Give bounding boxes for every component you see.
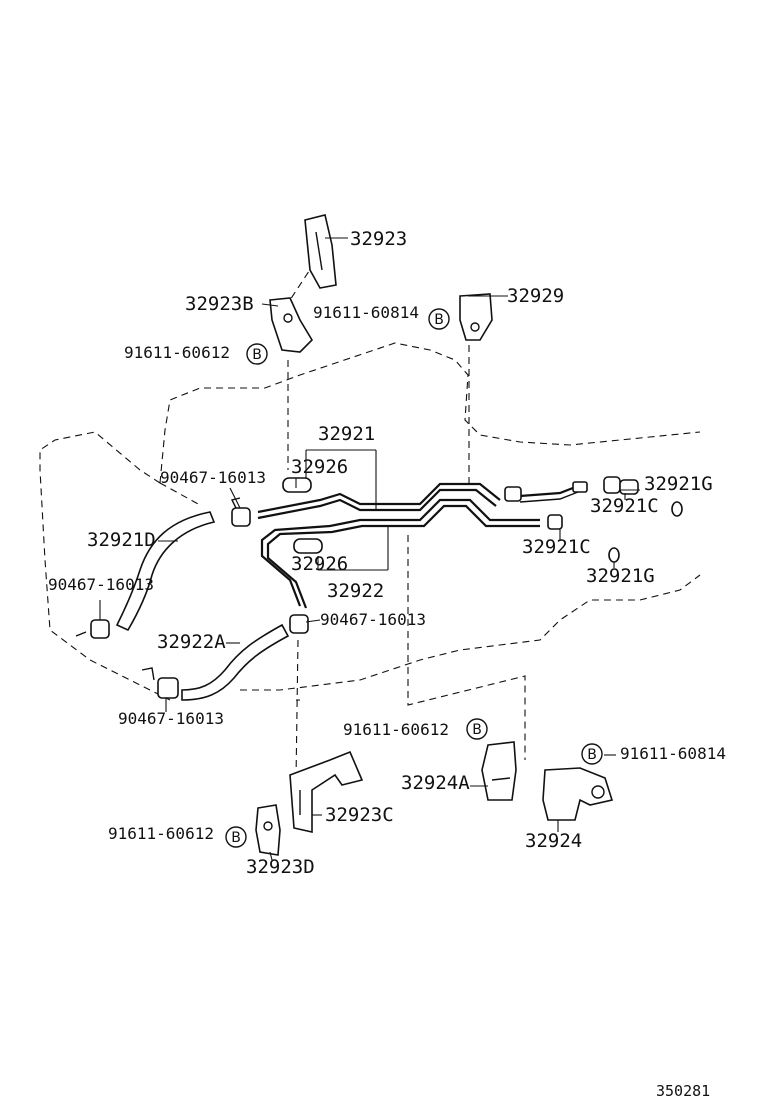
label-32921G-b: 32921G	[586, 565, 655, 587]
bolt-marker-top-left: B	[246, 343, 268, 365]
bracket-32924A	[481, 741, 517, 801]
label-32926-b: 32926	[291, 553, 348, 575]
label-32923B: 32923B	[185, 293, 254, 315]
bolt-marker-low: B	[225, 826, 247, 848]
label-32921: 32921	[318, 423, 375, 445]
label-32921C-a: 32921C	[590, 495, 659, 517]
label-32921G-a: 32921G	[644, 473, 713, 495]
label-32921D: 32921D	[87, 529, 156, 551]
bracket-32923B	[269, 297, 314, 353]
clamp-90467-b	[75, 619, 110, 639]
oring-32921G-b	[608, 547, 620, 563]
bolt-marker-letter: B	[231, 830, 241, 846]
fitting-32921C-a	[603, 476, 639, 495]
label-32929: 32929	[507, 285, 564, 307]
label-91611-60612-mid: 91611-60612	[343, 720, 449, 739]
oring-32921G-a	[671, 501, 683, 517]
label-32926-a: 32926	[291, 456, 348, 478]
hose-32922A	[181, 623, 290, 701]
label-90467-16013-a: 90467-16013	[160, 468, 266, 487]
bolt-marker-letter: B	[587, 747, 597, 763]
bracket-32923D	[255, 804, 281, 856]
label-32922: 32922	[327, 580, 384, 602]
assembly-leaders	[287, 261, 526, 781]
hose-32926-a	[282, 477, 312, 493]
label-32922A: 32922A	[157, 631, 226, 653]
bolt-marker-letter: B	[434, 312, 444, 328]
label-32921C-b: 32921C	[522, 536, 591, 558]
fitting-upper	[504, 481, 588, 502]
label-90467-16013-b: 90467-16013	[48, 575, 154, 594]
figure-id: 350281	[656, 1082, 710, 1100]
pipe-assembly	[257, 482, 579, 609]
bolt-marker-mid: B	[466, 718, 488, 740]
bolt-marker-top-right: B	[428, 308, 450, 330]
clamp-90467-a	[230, 497, 251, 527]
clamp-90467-d	[141, 667, 179, 699]
bolt-marker-letter: B	[472, 722, 482, 738]
label-91611-60612-top: 91611-60612	[124, 343, 230, 362]
label-32924A: 32924A	[401, 772, 470, 794]
hose-32926-b	[293, 538, 323, 554]
bolt-marker-letter: B	[252, 347, 262, 363]
label-leaders	[99, 237, 640, 861]
label-32923C: 32923C	[325, 804, 394, 826]
bracket-32923C	[289, 750, 364, 833]
label-32923D: 32923D	[246, 856, 315, 878]
fitting-32921C-b	[547, 514, 563, 530]
hose-32921D	[115, 511, 216, 632]
label-90467-16013-c: 90467-16013	[320, 610, 426, 629]
bracket-32929	[459, 293, 493, 341]
label-32924: 32924	[525, 830, 582, 852]
bolt-marker-right: B	[581, 743, 603, 765]
part-labels: 32923 32923B 91611-60814 32929 91611-606…	[48, 228, 726, 878]
transmission-outline	[39, 342, 701, 701]
label-91611-60612-low: 91611-60612	[108, 824, 214, 843]
clamp-90467-c	[289, 614, 309, 634]
label-32923: 32923	[350, 228, 407, 250]
label-90467-16013-d: 90467-16013	[118, 709, 224, 728]
bracket-32923	[304, 214, 337, 289]
label-91611-60814-top: 91611-60814	[313, 303, 419, 322]
label-91611-60814-right: 91611-60814	[620, 744, 726, 763]
bracket-32924	[542, 767, 614, 821]
